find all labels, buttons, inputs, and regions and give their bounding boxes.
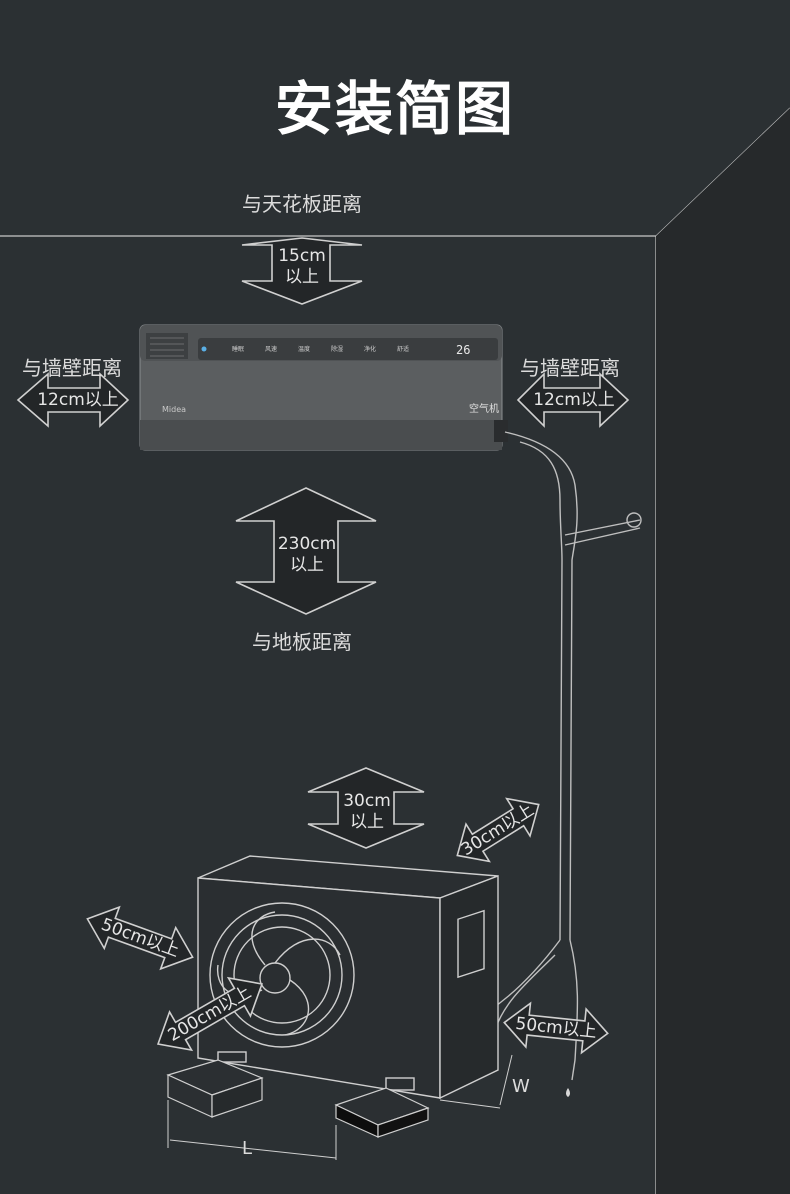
indoor-unit-button-label: 风速 <box>265 346 277 353</box>
indoor-unit-button-label: 除湿 <box>331 345 343 353</box>
indoor-unit-badge: 空气机 <box>469 402 499 415</box>
floor-clearance-text: 230cm 以上 <box>272 534 342 576</box>
floor-distance-label: 与地板距离 <box>252 630 352 654</box>
refrigerant-pipe <box>477 431 642 1081</box>
ceiling-clearance-text: 15cm 以上 <box>272 246 332 288</box>
indoor-unit <box>139 324 508 451</box>
outdoor-top-clearance-arrow <box>307 767 425 849</box>
left-clearance-text: 12cm以上 <box>37 390 119 410</box>
side-wall <box>656 108 790 1194</box>
outdoor-back-clearance-arrow <box>456 797 540 863</box>
outdoor-left-clearance-arrow <box>86 905 194 971</box>
indoor-unit-buttons: 睡眠 风速 温度 除湿 净化 舒适 <box>232 345 409 353</box>
outdoor-top-clearance-suffix: 以上 <box>350 812 384 832</box>
length-dimension-label: L <box>242 1138 253 1159</box>
ceiling-clearance-suffix: 以上 <box>285 267 319 287</box>
right-clearance-text: 12cm以上 <box>533 390 615 410</box>
indoor-unit-button-label: 温度 <box>298 345 310 353</box>
indoor-unit-button-label: 舒适 <box>397 345 409 353</box>
indoor-unit-display: 26 <box>456 343 470 357</box>
outdoor-top-clearance-value: 30cm <box>343 791 391 811</box>
outdoor-top-clearance-text: 30cm 以上 <box>336 791 398 833</box>
outdoor-right-clearance-arrow <box>503 1001 609 1055</box>
right-clearance-arrow <box>516 372 630 428</box>
dimension-lines <box>167 1054 513 1160</box>
floor-clearance-value: 230cm <box>277 534 337 554</box>
page-title: 安装简图 <box>274 75 515 143</box>
outdoor-front-clearance-arrow <box>156 976 264 1052</box>
width-dimension-label: W <box>512 1076 530 1097</box>
outdoor-unit <box>197 855 499 1100</box>
mounting-blocks <box>166 1059 430 1138</box>
ceiling-clearance-arrow <box>241 237 363 305</box>
ceiling-distance-label: 与天花板距离 <box>242 192 362 216</box>
left-wall-distance-label: 与墙壁距离 <box>22 356 122 380</box>
indoor-unit-button-label: 净化 <box>364 345 376 353</box>
floor-clearance-arrow <box>235 487 377 615</box>
floor-clearance-suffix: 以上 <box>290 555 324 575</box>
left-clearance-arrow <box>16 372 130 428</box>
ceiling-clearance-value: 15cm <box>278 246 326 266</box>
indoor-unit-button-label: 睡眠 <box>232 345 244 353</box>
right-wall-distance-label: 与墙壁距离 <box>520 356 620 380</box>
indoor-unit-brand: Midea <box>162 405 186 414</box>
drain-drop <box>566 1088 570 1097</box>
